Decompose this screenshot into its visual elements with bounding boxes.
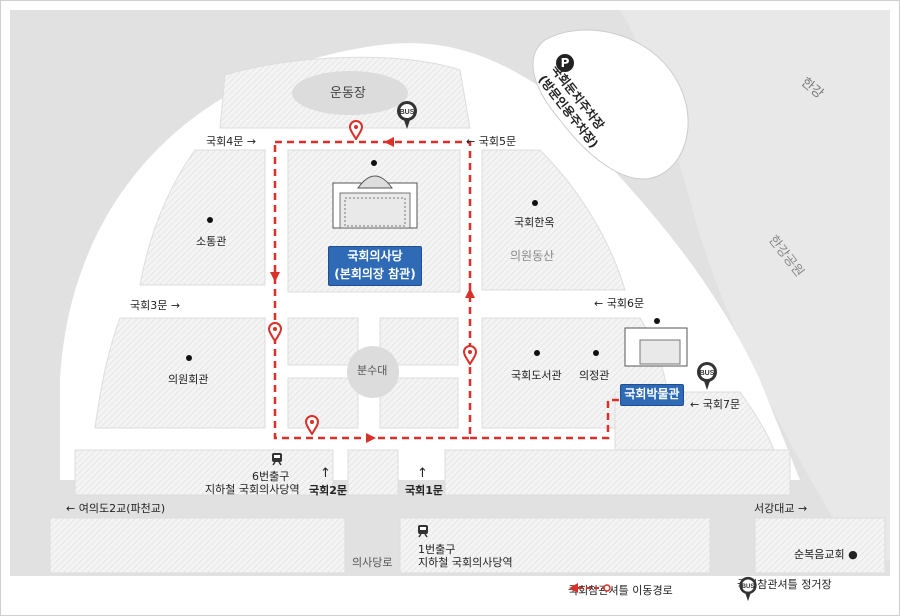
members-dot <box>186 355 192 361</box>
museum-box-label: 국회박물관 <box>624 387 680 401</box>
museum-dot <box>654 318 660 324</box>
legend-route: 국회참관셔틀 이동경로 <box>568 582 673 598</box>
location-pin-icon <box>268 322 282 342</box>
gate6-label: ← 국회6문 <box>594 297 645 310</box>
route-legend-icon <box>569 583 611 593</box>
assembly-dot <box>371 160 377 166</box>
route-arrow-west <box>384 137 394 147</box>
route-arrow-south <box>270 272 280 282</box>
fountain-label: 분수대 <box>357 364 388 377</box>
location-pin-icon <box>463 345 477 365</box>
yeouido-block-e <box>399 517 711 574</box>
exit6-line2: 지하철 국회의사당역 <box>205 483 300 496</box>
library-dot <box>534 350 540 356</box>
yeouido-block-w <box>49 517 346 574</box>
bus-stop-icon: BUS <box>739 576 757 602</box>
legend-stop-label: 국회참관셔틀 정거장 <box>737 578 832 591</box>
members-label: 의원회관 <box>168 373 209 386</box>
assembly-building-icon <box>332 175 418 229</box>
sotong-dot <box>207 217 213 223</box>
bridge-label: ← 여의도2교(파천교) <box>66 502 166 515</box>
sotong-block <box>139 149 266 286</box>
exit1-line2: 지하철 국회의사당역 <box>418 556 513 569</box>
speaker-label: 의정관 <box>579 369 610 382</box>
parking-icon: P <box>556 54 574 72</box>
church-block <box>754 517 886 574</box>
hill-block <box>481 149 626 291</box>
exit6-line1: 6번출구 <box>252 470 290 483</box>
hanok-dot <box>532 200 538 206</box>
street-label: 의사당로 <box>352 556 393 569</box>
assembly-box-line2: (본회의장 참관) <box>334 267 416 281</box>
south-block-mid <box>347 449 399 496</box>
library-label: 국회도서관 <box>511 369 562 382</box>
river-area <box>620 10 890 560</box>
hill-label: 의원동산 <box>510 249 555 263</box>
stadium-label: 운동장 <box>330 86 366 101</box>
museum-box: 국회박물관 <box>620 384 684 406</box>
assembly-box-line1: 국회의사당 <box>347 249 403 263</box>
fountain-block-sw <box>287 377 359 429</box>
fountain <box>347 346 399 398</box>
church-label: 순복음교회 ● <box>794 548 858 561</box>
gate2-label: 국회2문 <box>309 484 348 497</box>
location-pin-icon <box>305 415 319 435</box>
fountain-block-nw <box>287 317 359 366</box>
south-block-w <box>74 449 334 496</box>
museum-building-icon <box>624 327 688 367</box>
speaker-dot <box>593 350 599 356</box>
gate1-arrow: ↑ <box>417 466 428 481</box>
svg-text:BUS: BUS <box>700 370 715 377</box>
members-block <box>94 317 266 429</box>
assembly-box: 국회의사당 (본회의장 참관) <box>328 246 422 286</box>
gate5-label: ← 국회5문 <box>466 135 517 148</box>
gate7-label: ← 국회7문 <box>690 398 741 411</box>
location-pin-icon <box>349 120 363 140</box>
shuttle-route-museum <box>470 398 620 440</box>
gate1-label: 국회1문 <box>405 484 444 497</box>
legend-stop: BUS 국회참관셔틀 정거장 <box>737 576 832 602</box>
fountain-block-se <box>379 377 459 429</box>
svg-text:BUS: BUS <box>742 584 755 590</box>
bus-stop-icon: BUS <box>696 361 718 391</box>
gate3-label: 국회3문 → <box>130 299 181 312</box>
stadium-field <box>292 71 408 115</box>
gate2-arrow: ↑ <box>320 466 331 481</box>
seogang-label: 서강대교 → <box>754 502 808 515</box>
bus-stop-icon: BUS <box>396 100 418 130</box>
exit1-line1: 1번출구 <box>418 543 456 556</box>
route-arrow-north <box>465 288 475 298</box>
gate4-label: 국회4문 → <box>206 135 257 148</box>
south-block-e <box>444 449 791 496</box>
hanok-label: 국회한옥 <box>514 216 555 229</box>
svg-text:BUS: BUS <box>400 109 415 116</box>
sotong-label: 소통관 <box>196 235 227 248</box>
route-arrow-east <box>366 433 376 443</box>
